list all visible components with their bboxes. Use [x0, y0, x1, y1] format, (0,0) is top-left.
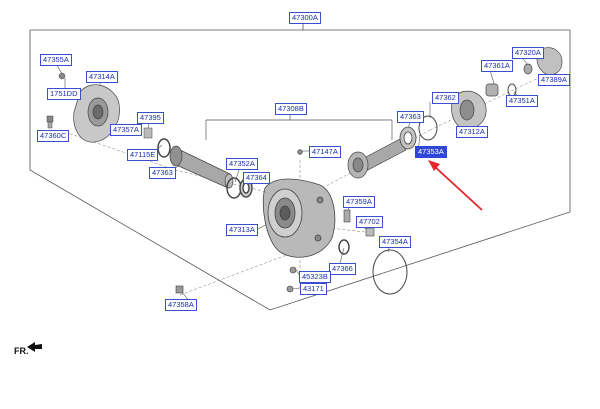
part-label-47357A[interactable]: 47357A	[110, 124, 142, 136]
part-label-47360C[interactable]: 47360C	[37, 130, 70, 142]
housing-small-parts	[175, 209, 375, 294]
part-label-47359A[interactable]: 47359A	[343, 196, 375, 208]
seal-ring	[157, 138, 171, 158]
part-label-47351A[interactable]: 47351A	[506, 95, 538, 107]
front-cover-part	[73, 84, 120, 143]
part-label-47312A[interactable]: 47312A	[456, 126, 488, 138]
bearing-right	[399, 126, 417, 150]
group-bracket	[205, 114, 393, 140]
pointer-arrow	[428, 160, 483, 211]
part-label-43171[interactable]: 43171	[300, 283, 327, 295]
part-label-47353A-highlighted[interactable]: 47353A	[415, 146, 447, 158]
highlighted-ring-47353A	[418, 115, 438, 141]
plug-part	[297, 149, 303, 155]
rear-cover-part	[451, 90, 487, 130]
drive-shaft-right	[347, 137, 407, 179]
part-label-47352A[interactable]: 47352A	[226, 158, 258, 170]
part-label-47702[interactable]: 47702	[356, 216, 383, 228]
part-label-47300A[interactable]: 47300A	[289, 12, 321, 24]
main-housing	[262, 178, 336, 258]
o-ring-large	[372, 249, 408, 295]
part-label-47313A[interactable]: 47313A	[226, 224, 258, 236]
part-label-47358A[interactable]: 47358A	[165, 299, 197, 311]
part-label-47320A[interactable]: 47320A	[512, 47, 544, 59]
part-label-47389A[interactable]: 47389A	[538, 74, 570, 86]
part-label-47147A[interactable]: 47147A	[309, 146, 341, 158]
part-label-47362[interactable]: 47362	[432, 92, 459, 104]
part-label-47366[interactable]: 47366	[329, 263, 356, 275]
part-label-47363-left[interactable]: 47363	[149, 167, 176, 179]
drive-shaft-left	[169, 145, 234, 189]
part-label-47314A[interactable]: 47314A	[86, 71, 118, 83]
part-label-47355A[interactable]: 47355A	[40, 54, 72, 66]
part-label-47115E[interactable]: 47115E	[127, 149, 159, 161]
part-label-47361A[interactable]: 47361A	[481, 60, 513, 72]
front-direction-arrow-icon	[27, 342, 42, 352]
part-label-1751DD[interactable]: 1751DD	[47, 88, 81, 100]
front-direction-label: FR.	[14, 346, 29, 356]
part-label-47363-right[interactable]: 47363	[397, 111, 424, 123]
part-label-45323B[interactable]: 45323B	[299, 271, 331, 283]
part-label-47395[interactable]: 47395	[137, 112, 164, 124]
part-label-47308B[interactable]: 47308B	[275, 103, 307, 115]
part-label-47364[interactable]: 47364	[243, 172, 270, 184]
part-label-47354A[interactable]: 47354A	[379, 236, 411, 248]
